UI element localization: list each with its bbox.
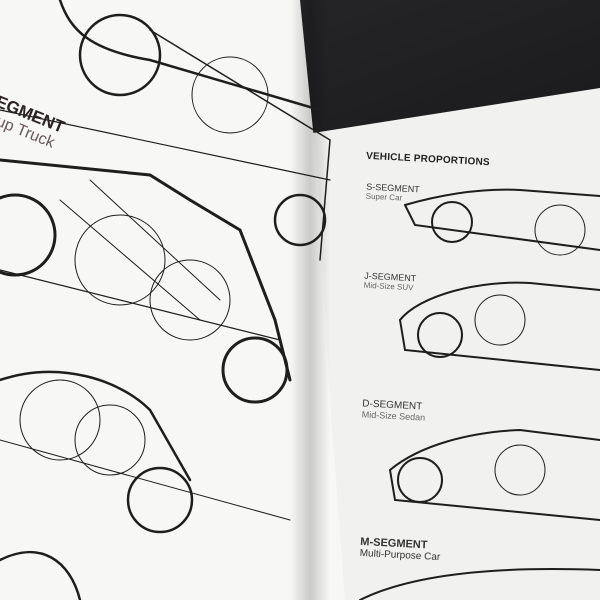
sketch-hatchback [0, 370, 291, 600]
segment-d: D-SEGMENT Mid-Size Sedan [361, 398, 426, 422]
sketch-super-car [404, 188, 600, 256]
segment-m: M-SEGMENT Multi-Purpose Car [359, 536, 441, 563]
sketch-sedan [389, 428, 600, 521]
segment-s: S-SEGMENT Super Car [366, 182, 420, 204]
sketch-mpv [359, 568, 600, 600]
sketch-suv [399, 281, 600, 371]
segment-j: J-SEGMENT Mid-Size SUV [364, 271, 417, 293]
sketch-top-car [0, 0, 331, 261]
book-gutter [290, 0, 330, 600]
sketch-pickup-truck [0, 158, 292, 404]
